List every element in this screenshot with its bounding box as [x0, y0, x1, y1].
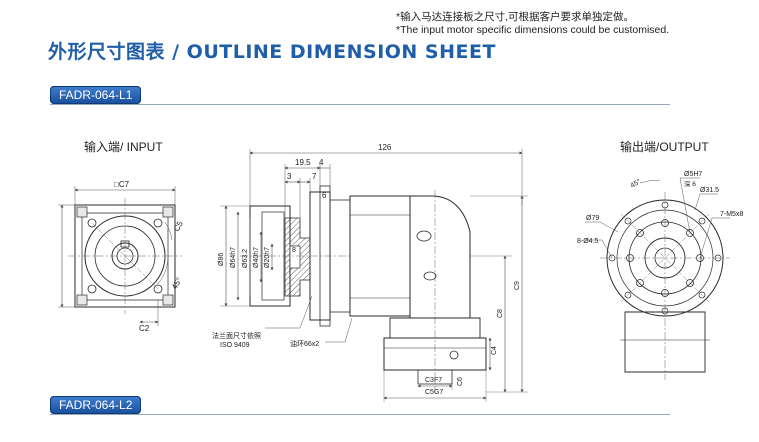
dim-c5-side: C5G7 — [425, 389, 443, 396]
dim-d79: Ø79 — [586, 215, 599, 222]
dim-c2: C2 — [139, 324, 150, 333]
dim-c9: C9 — [514, 281, 521, 290]
flange-note-std: ISO 9409 — [220, 342, 250, 349]
page-title: 外形尺寸图表 / OUTLINE DIMENSION SHEET — [48, 41, 496, 63]
dim-8-holes: 8-Ø4.5 — [577, 238, 599, 245]
dim-d86: Ø86 — [218, 253, 225, 266]
note-chinese: *输入马达连接板之尺寸,可根据客户要求单独定做。 — [396, 11, 635, 23]
dim-7-m5: 7-M5x8 — [720, 211, 743, 218]
model-tag-l2: FADR-064-L2 — [50, 396, 142, 414]
dim-d5h7: Ø5H7 — [684, 171, 702, 178]
output-view-label: 输出端/OUTPUT — [620, 140, 709, 154]
output-view — [585, 177, 730, 380]
section-divider — [50, 104, 670, 105]
input-view — [58, 186, 182, 326]
oil-ring-note: 油环66x2 — [290, 339, 319, 348]
dim-8: 8 — [292, 247, 296, 254]
dim-d64: Ø64h7 — [230, 247, 237, 268]
angle-housing — [409, 195, 471, 319]
dim-c6: C6 — [457, 377, 464, 386]
note-english: *The input motor specific dimensions cou… — [396, 24, 670, 36]
side-view — [220, 149, 528, 402]
dim-d63: Ø63.2 — [242, 249, 249, 268]
dim-c4: C4 — [491, 346, 498, 355]
section-divider — [50, 414, 670, 415]
dim-d20: Ø20h7 — [264, 247, 271, 268]
dim-d31-5: Ø31.5 — [700, 187, 719, 194]
model-tag-l1: FADR-064-L1 — [50, 86, 142, 104]
dim-3: 3 — [287, 172, 292, 181]
dim-c5-input: C5 — [172, 219, 185, 233]
dim-7: 7 — [312, 172, 317, 181]
input-view-label: 输入端/ INPUT — [84, 140, 163, 154]
dim-depth-6: 深 6 — [684, 179, 696, 188]
dim-126: 126 — [378, 143, 392, 152]
dim-c3: C3F7 — [425, 377, 442, 384]
dim-6: 6 — [322, 191, 327, 200]
dim-4: 4 — [319, 158, 324, 167]
dim-angle-45: 45° — [170, 276, 184, 291]
dim-19-5: 19.5 — [295, 158, 311, 167]
flange-note-cn: 法兰面尺寸依照 — [212, 331, 261, 340]
dim-c8: C8 — [497, 309, 504, 318]
dim-d40: Ø40h7 — [253, 247, 260, 268]
dim-c7: □C7 — [114, 180, 130, 189]
dim-angle-45-out: 45° — [629, 177, 642, 189]
